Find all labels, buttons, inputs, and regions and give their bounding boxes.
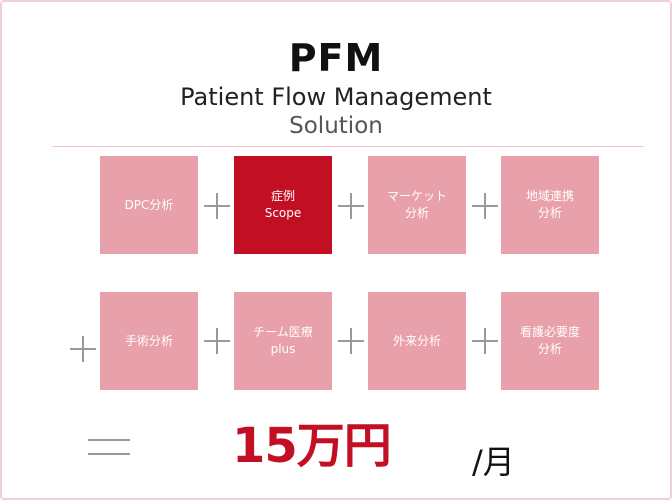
tile-regional-analysis: 地域連携分析 [501,156,599,254]
tile-label: DPC分析 [124,197,174,212]
plus-icon [204,328,230,354]
product-title: PFM [288,36,384,80]
plus-icon [472,193,498,219]
plus-icon [70,336,96,362]
product-subtitle: Patient Flow Management [180,83,492,111]
plus-icon [204,193,230,219]
tile-label: マーケット分析 [386,189,447,220]
tile-surgery-analysis: 手術分析 [100,292,198,390]
price-amount: 15万円 [232,418,392,474]
tile-label: 手術分析 [124,333,173,348]
plus-icon [472,328,498,354]
plus-icon [338,328,364,354]
header-divider [52,146,644,147]
header: PFM Patient Flow Management Solution [0,36,672,140]
price-unit: /月 [472,443,515,481]
plus-icon [338,193,364,219]
equals-icon [88,437,130,457]
tile-dpc-analysis: DPC分析 [100,156,198,254]
tile-market-analysis: マーケット分析 [368,156,466,254]
tile-outpatient-analysis: 外来分析 [368,292,466,390]
tile-label: 地域連携分析 [525,189,574,220]
tile-label: 看護必要度分析 [519,325,580,356]
product-subtitle-solution: Solution [289,113,383,139]
tile-label: 外来分析 [392,333,441,348]
tile-nursing-need-analysis: 看護必要度分析 [501,292,599,390]
